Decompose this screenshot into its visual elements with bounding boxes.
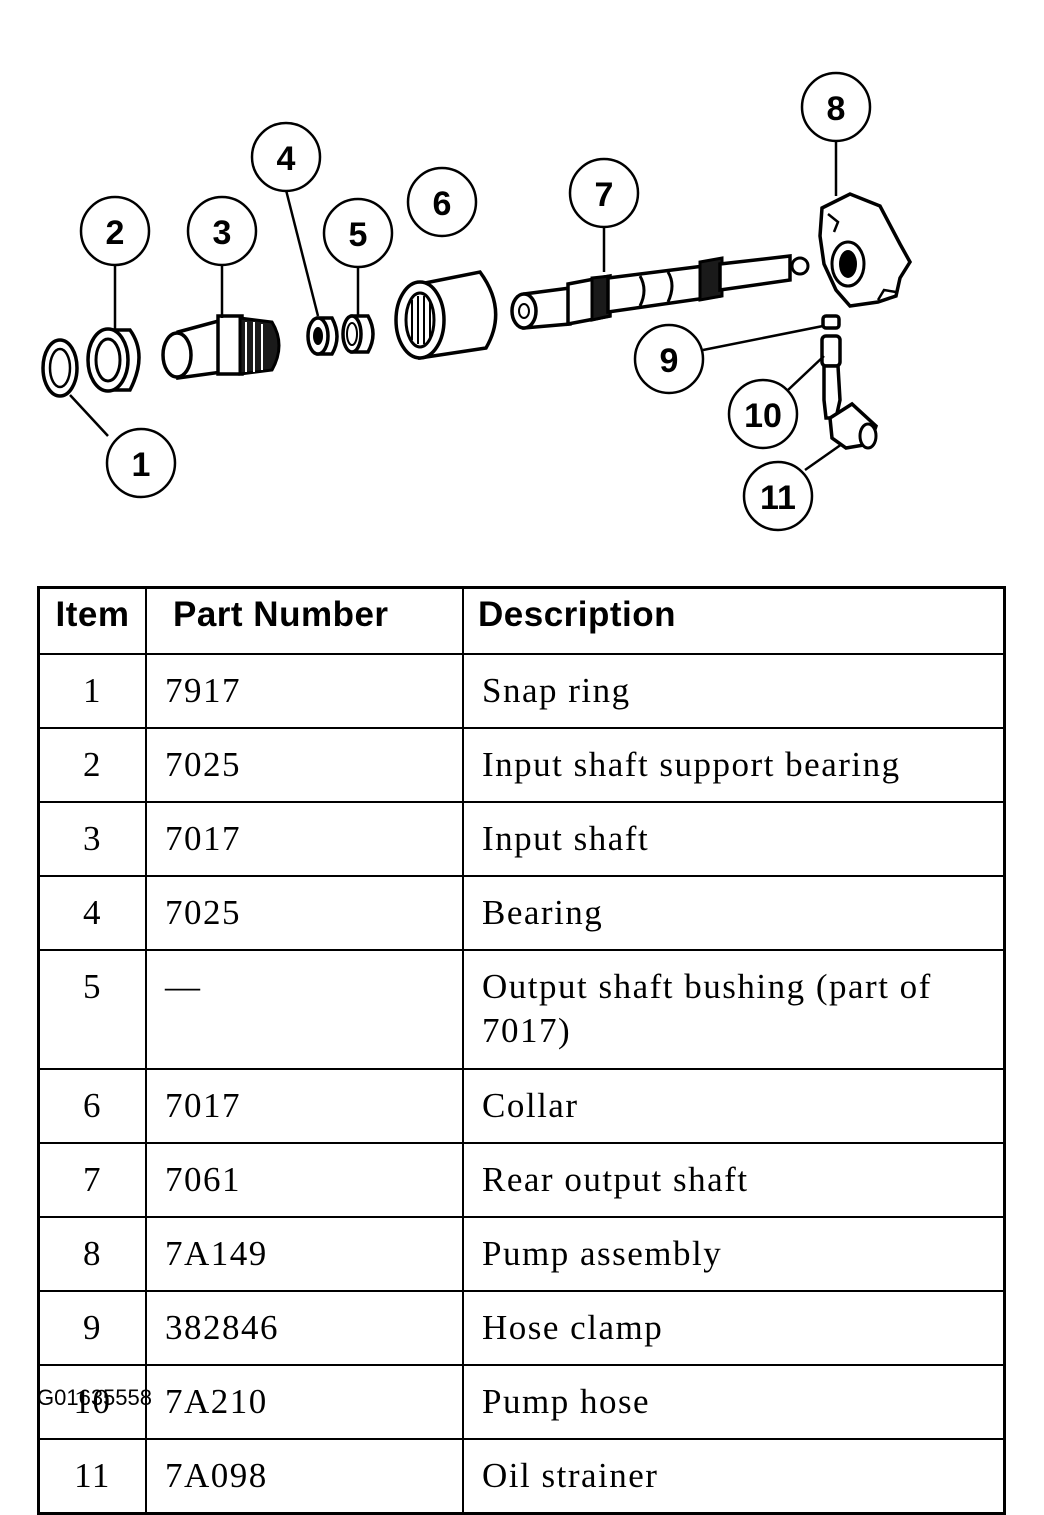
part-snap-ring (41, 338, 79, 398)
cell-part-number: 7017 (145, 1068, 464, 1144)
callout-5: 5 (322, 197, 394, 269)
table-row: 11 7A098 Oil strainer (37, 1438, 1006, 1515)
callout-3: 3 (186, 195, 258, 267)
part-input-shaft (161, 314, 281, 381)
table-row: 8 7A149 Pump assembly (37, 1216, 1006, 1292)
cell-part-number: 7A149 (145, 1216, 464, 1292)
cell-description: Collar (462, 1068, 1006, 1144)
callout-8: 8 (800, 71, 872, 143)
cell-item: 10 (37, 1364, 147, 1440)
figure-id: G01635558 (37, 1385, 152, 1410)
part-pump-assembly (818, 192, 913, 308)
part-output-shaft-bushing (341, 314, 375, 354)
callout-11: 11 (742, 460, 814, 532)
cell-description: Rear output shaft (462, 1142, 1006, 1218)
callout-9-label: 9 (660, 342, 679, 380)
cell-part-number: 7A098 (145, 1438, 464, 1515)
part-oil-strainer (828, 401, 879, 450)
cell-item: 3 (37, 801, 147, 877)
cell-part-number: 7025 (145, 727, 464, 803)
table-row: 10 7A210 Pump hose (37, 1364, 1006, 1440)
table-row: 1 7917 Snap ring (37, 653, 1006, 729)
callout-8-label: 8 (827, 90, 846, 128)
cell-part-number: — (145, 949, 464, 1070)
callout-9: 9 (633, 323, 705, 395)
part-collar (394, 270, 498, 361)
callout-6-label: 6 (433, 185, 452, 223)
cell-item: 4 (37, 875, 147, 951)
cell-part-number: 7061 (145, 1142, 464, 1218)
cell-description: Bearing (462, 875, 1006, 951)
cell-part-number: 7A210 (145, 1364, 464, 1440)
cell-part-number: 382846 (145, 1290, 464, 1366)
cell-description: Pump hose (462, 1364, 1006, 1440)
cell-description: Snap ring (462, 653, 1006, 729)
callout-4-label: 4 (277, 140, 296, 178)
header-description: Description (462, 586, 1006, 655)
callout-7: 7 (568, 157, 640, 229)
cell-item: 7 (37, 1142, 147, 1218)
cell-item: 11 (37, 1438, 147, 1515)
callout-1-label: 1 (132, 446, 151, 484)
table-header-row: Item Part Number Description (37, 586, 1006, 655)
cell-part-number: 7917 (145, 653, 464, 729)
callout-2: 2 (79, 195, 151, 267)
callout-10-label: 10 (744, 397, 782, 435)
callout-10: 10 (727, 378, 799, 450)
header-item: Item (37, 586, 147, 655)
callout-6: 6 (406, 166, 478, 238)
callout-11-label: 11 (760, 479, 796, 517)
table-row: 3 7017 Input shaft (37, 801, 1006, 877)
table-row: 4 7025 Bearing (37, 875, 1006, 951)
cell-item: 6 (37, 1068, 147, 1144)
header-part-number: Part Number (145, 586, 464, 655)
part-input-shaft-support-bearing (86, 327, 141, 393)
part-pump-hose (820, 334, 842, 420)
part-rear-output-shaft (510, 254, 810, 330)
cell-description: Input shaft support bearing (462, 727, 1006, 803)
table-row: 6 7017 Collar (37, 1068, 1006, 1144)
cell-description: Pump assembly (462, 1216, 1006, 1292)
cell-description: Output shaft bushing (part of 7017) (462, 949, 1006, 1070)
callout-4: 4 (250, 121, 322, 193)
cell-description: Hose clamp (462, 1290, 1006, 1366)
cell-description: Input shaft (462, 801, 1006, 877)
table-row: 5 — Output shaft bushing (part of 7017) (37, 949, 1006, 1070)
cell-item: 8 (37, 1216, 147, 1292)
part-bearing (306, 316, 339, 356)
cell-part-number: 7017 (145, 801, 464, 877)
cell-description: Oil strainer (462, 1438, 1006, 1515)
table-row: 9 382846 Hose clamp (37, 1290, 1006, 1366)
cell-item: 5 (37, 949, 147, 1070)
callout-1: 1 (105, 427, 177, 499)
part-hose-clamp (821, 314, 841, 330)
table-row: 7 7061 Rear output shaft (37, 1142, 1006, 1218)
callout-7-label: 7 (595, 176, 614, 214)
cell-part-number: 7025 (145, 875, 464, 951)
leader-lines (69, 141, 843, 472)
parts-table: Item Part Number Description 1 7917 Snap… (37, 586, 1006, 1515)
cell-item: 1 (37, 653, 147, 729)
table-row: 2 7025 Input shaft support bearing (37, 727, 1006, 803)
cell-item: 2 (37, 727, 147, 803)
callout-5-label: 5 (349, 216, 368, 254)
callout-3-label: 3 (213, 214, 232, 252)
exploded-parts-diagram: 1 2 3 4 5 6 7 8 9 10 11 (41, 71, 913, 532)
callout-2-label: 2 (106, 214, 125, 252)
cell-item: 9 (37, 1290, 147, 1366)
